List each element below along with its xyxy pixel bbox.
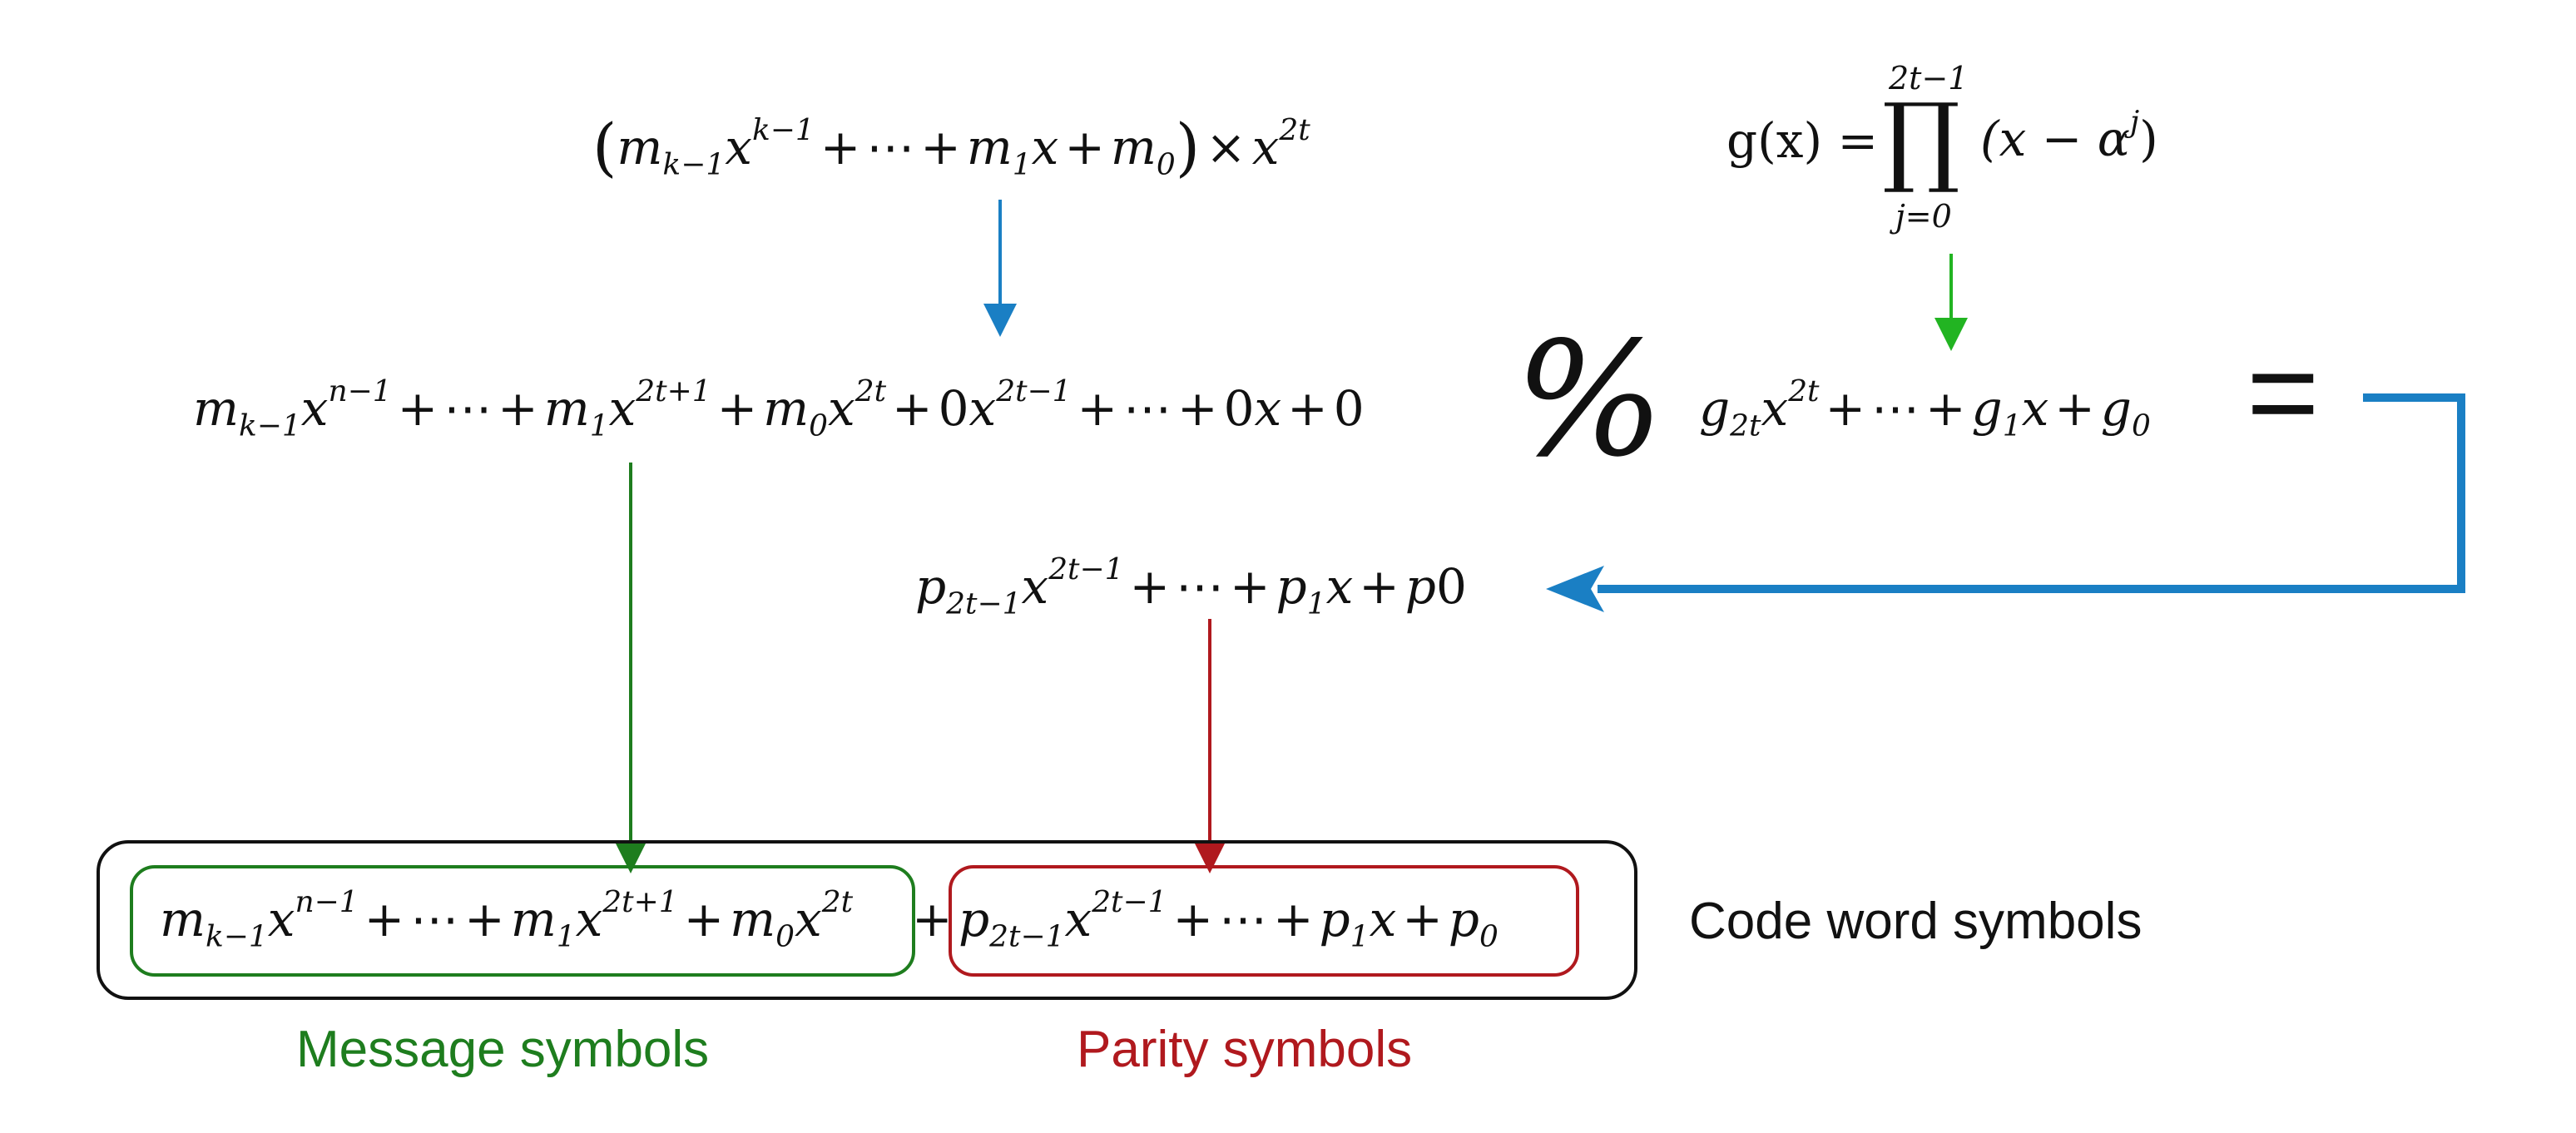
message-times-x2t-equation: (mk−1xk−1+⋯+m1x+m0)×x2t — [592, 111, 1310, 184]
generator-expanded-polynomial: g2tx2t+⋯+g1x+g0 — [1699, 374, 2151, 443]
product-lower-limit: j=0 — [1895, 198, 1952, 235]
generator-factor: (x − αj) — [1980, 107, 2158, 163]
message-symbols-label: Message symbols — [296, 1021, 710, 1078]
generator-factor-close: ) — [2139, 111, 2158, 167]
code-word-symbols-label: Code word symbols — [1689, 893, 2143, 950]
generator-factor-exponent: j — [2129, 105, 2140, 140]
parity-box — [949, 865, 1579, 977]
codeword-message-part: mk−1xn−1+⋯+m1x2t+1+m0x2t — [160, 885, 854, 954]
equals-operator: = — [2247, 322, 2320, 462]
generator-factor-base: (x − α — [1980, 111, 2130, 167]
blue-elbow-connector — [1598, 393, 2465, 593]
product-upper-limit: 2t−1 — [1889, 60, 1969, 96]
parity-symbols-label: Parity symbols — [1077, 1021, 1413, 1078]
message-box — [130, 865, 915, 977]
generator-lhs: g(x) = — [1726, 112, 1879, 169]
codeword-parity-part: p2t−1x2t−1+⋯+p1x+p0 — [959, 885, 1499, 954]
modulo-operator: % — [1514, 308, 1665, 492]
blue-elbow-arrowhead — [1546, 566, 1604, 612]
remainder-polynomial: p2t−1x2t−1+⋯+p1x+p0 — [915, 552, 1467, 621]
shifted-message-polynomial: mk−1xn−1+⋯+m1x2t+1+m0x2t+0x2t−1+⋯+0x+0 — [193, 374, 1365, 443]
product-symbol: ∏ — [1882, 82, 1960, 196]
codeword-plus: + — [912, 891, 953, 947]
code-word-box — [97, 840, 1637, 1000]
